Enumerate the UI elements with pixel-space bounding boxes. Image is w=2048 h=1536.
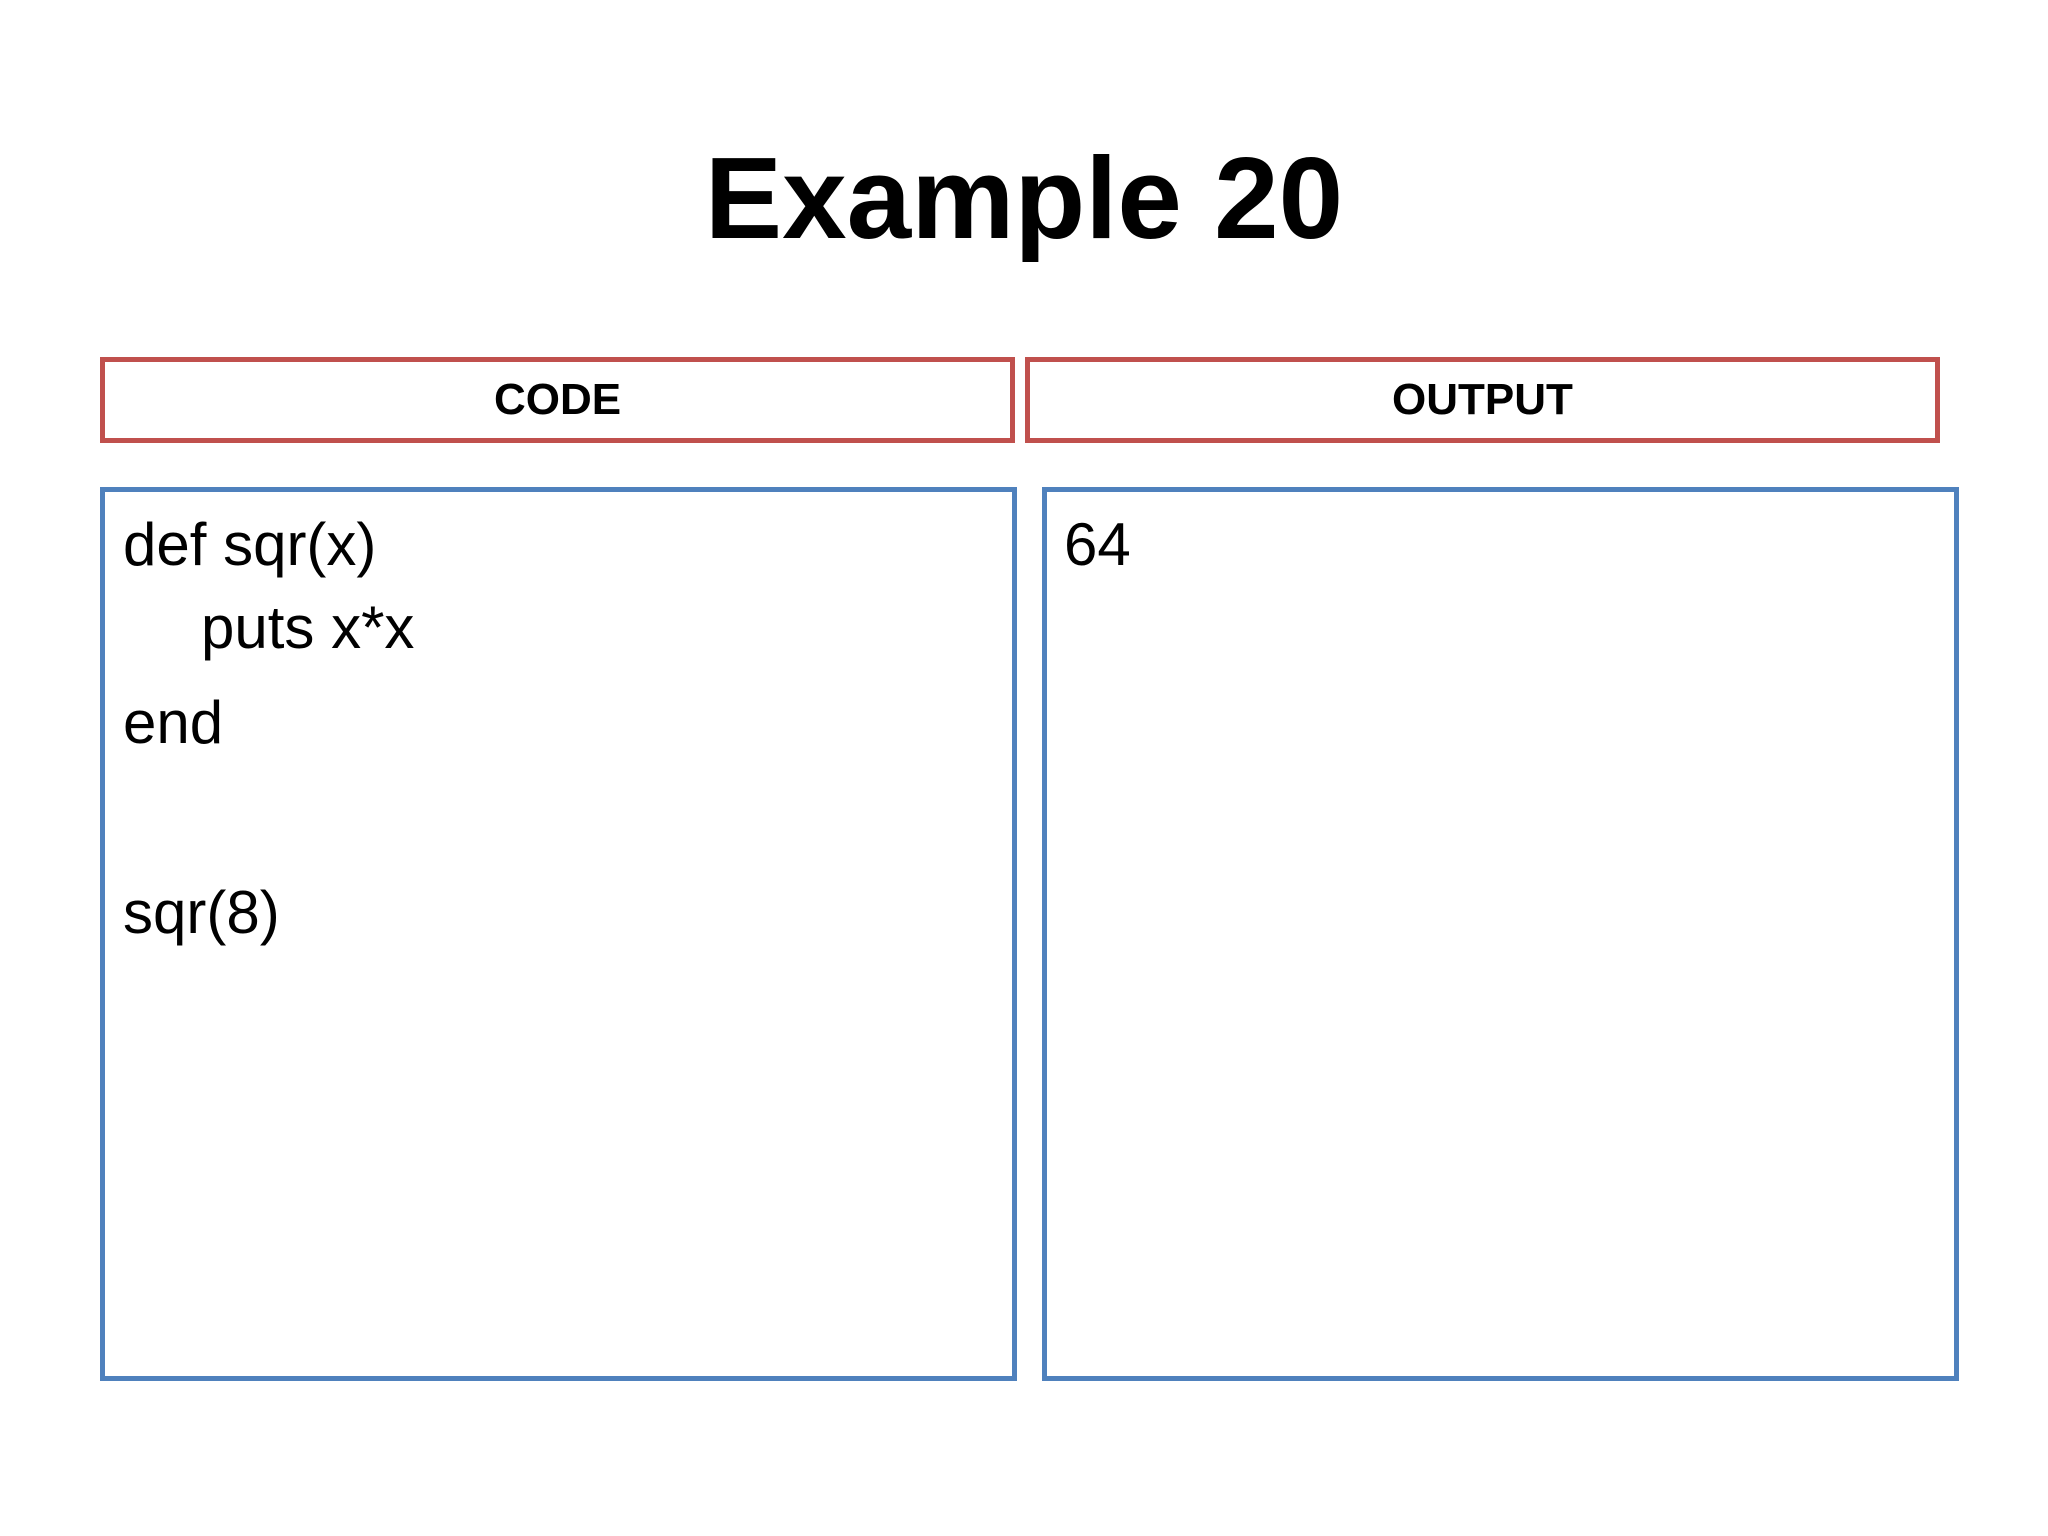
output-line: 64 [1064,511,1131,578]
output-panel [1042,487,1959,1381]
code-header-label: CODE [493,375,622,424]
output-header: OUTPUT [1025,357,1940,443]
output-header-label: OUTPUT [1392,375,1573,424]
code-header: CODE [100,357,1015,443]
code-panel [100,487,1017,1381]
slide-title: Example 20 [704,133,1344,263]
code-line: puts x*x [201,594,415,661]
code-line: sqr(8) [123,879,280,946]
code-line: end [123,689,224,756]
code-line: def sqr(x) [123,511,377,578]
